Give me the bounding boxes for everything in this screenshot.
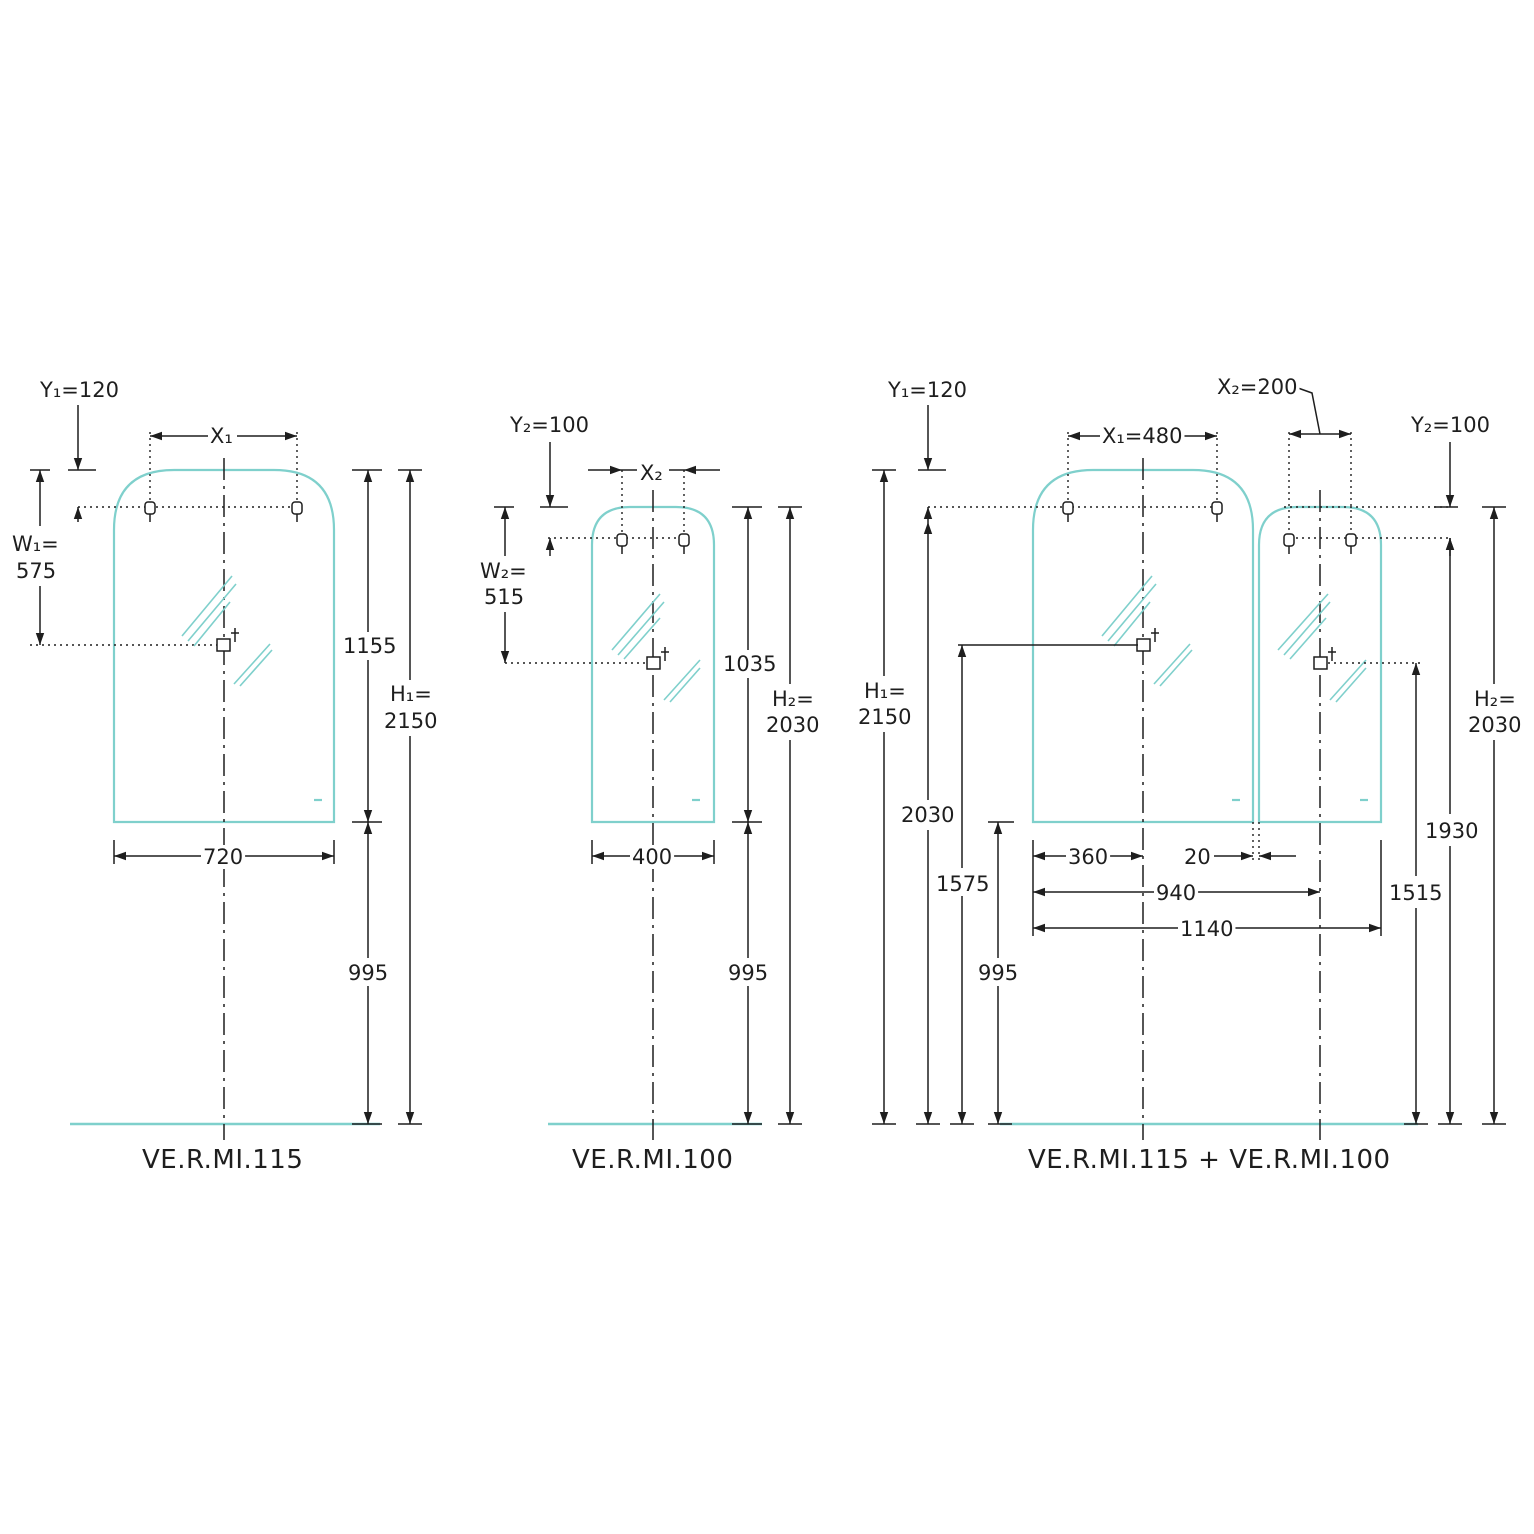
glass-reflection-icon: [181, 575, 273, 687]
h1-label-2: 2150: [858, 705, 911, 729]
wall-clip-icon: [144, 501, 156, 522]
wall-clip-icon: [1062, 501, 1074, 522]
x2-200-label: X₂=200: [1217, 375, 1297, 399]
label-backdrop: [1154, 881, 1199, 905]
label-backdrop: [1178, 917, 1236, 941]
x2-label: X₂: [640, 461, 663, 485]
light-switch-icon: [646, 647, 669, 670]
label-backdrop: [346, 961, 391, 985]
caption: VE.R.MI.115: [142, 1145, 303, 1175]
label-backdrop: [862, 679, 908, 703]
label-backdrop: [630, 845, 675, 869]
h1-label-1: H₁=: [864, 679, 906, 703]
height-1155: 1155: [343, 634, 396, 658]
width-720: 720: [203, 845, 243, 869]
label-backdrop: [899, 803, 957, 827]
label-backdrop: [638, 461, 665, 485]
wall-clip-icon: [678, 533, 690, 554]
label-backdrop: [856, 705, 914, 729]
mirror-outline: [590, 505, 716, 824]
h2-label-2: 2030: [1468, 713, 1521, 737]
label-backdrop: [1182, 845, 1213, 869]
label-backdrop: [885, 378, 969, 402]
label-backdrop: [482, 585, 527, 609]
h1-label-2: 2150: [384, 709, 437, 733]
label-backdrop: [388, 682, 434, 706]
label-backdrop: [14, 559, 59, 583]
dim-940: 940: [1156, 881, 1196, 905]
glass-reflection-icon: [1101, 575, 1367, 703]
label-backdrop: [382, 709, 440, 733]
dim-2030: 2030: [901, 803, 954, 827]
caption: VE.R.MI.115 + VE.R.MI.100: [1028, 1145, 1391, 1175]
dim-1930: 1930: [1425, 819, 1478, 843]
panel-combination: Y₁=120 X₁=480 X₂=200 Y₂=100 H₁= 2150 203…: [856, 375, 1524, 1175]
h2-label-1: H₂=: [772, 687, 814, 711]
panel-ve-r-mi-115: Y₁=120 X₁ W₁= 575 720 1155 995 H₁= 2150 …: [10, 378, 440, 1175]
y1-label: Y₁=120: [39, 378, 119, 402]
wall-clip-icon: [291, 501, 303, 522]
dim-1140: 1140: [1180, 917, 1233, 941]
label-backdrop: [1066, 845, 1111, 869]
w1-label-2: 575: [16, 559, 56, 583]
dim-1515: 1515: [1389, 881, 1442, 905]
dim-995: 995: [978, 961, 1018, 985]
x1-480-label: X₁=480: [1102, 424, 1182, 448]
mirror-outline-115: [1031, 468, 1255, 824]
mirror-outline-100: [1257, 505, 1383, 824]
label-backdrop: [37, 378, 121, 402]
label-backdrop: [208, 424, 235, 448]
light-switch-icon: [1313, 647, 1336, 670]
label-backdrop: [721, 652, 779, 676]
h2-label-2: 2030: [766, 713, 819, 737]
dim-20: 20: [1184, 845, 1211, 869]
wall-clip-icon: [616, 533, 628, 554]
y2-label: Y₂=100: [1410, 413, 1490, 437]
label-backdrop: [507, 413, 591, 437]
w2-label-1: W₂=: [480, 559, 527, 583]
height-995: 995: [348, 961, 388, 985]
label-backdrop: [341, 634, 399, 658]
label-backdrop: [1472, 687, 1518, 711]
label-backdrop: [764, 713, 822, 737]
y1-label: Y₁=120: [887, 378, 967, 402]
label-backdrop: [478, 559, 529, 583]
height-1035: 1035: [723, 652, 776, 676]
wall-clip-icon: [1283, 533, 1295, 554]
label-backdrop: [1100, 424, 1185, 448]
label-backdrop: [1408, 413, 1492, 437]
label-backdrop: [934, 872, 992, 896]
label-backdrop: [1466, 713, 1524, 737]
label-backdrop: [726, 961, 771, 985]
w1-label-1: W₁=: [12, 532, 59, 556]
label-backdrop: [201, 845, 246, 869]
label-backdrop: [10, 532, 61, 556]
light-switch-icon: [1136, 628, 1159, 652]
label-backdrop: [1387, 881, 1445, 905]
label-backdrop: [1423, 819, 1481, 843]
y2-label: Y₂=100: [509, 413, 589, 437]
label-backdrop: [976, 961, 1021, 985]
w2-label-2: 515: [484, 585, 524, 609]
dim-360: 360: [1068, 845, 1108, 869]
label-backdrop: [770, 687, 816, 711]
mirror-outline: [112, 468, 336, 824]
caption: VE.R.MI.100: [572, 1145, 733, 1175]
h1-label-1: H₁=: [390, 682, 432, 706]
h2-label-1: H₂=: [1474, 687, 1516, 711]
height-995: 995: [728, 961, 768, 985]
glass-reflection-icon: [611, 593, 701, 703]
wall-clip-icon: [1345, 533, 1357, 554]
light-switch-icon: [216, 628, 239, 652]
width-400: 400: [632, 845, 672, 869]
wall-clip-icon: [1211, 501, 1223, 522]
panel-ve-r-mi-100: Y₂=100 X₂ W₂= 515 400 1035 995 H₂= 203: [478, 413, 822, 1175]
dim-1575: 1575: [936, 872, 989, 896]
x1-label: X₁: [210, 424, 233, 448]
label-backdrop: [1215, 375, 1300, 399]
